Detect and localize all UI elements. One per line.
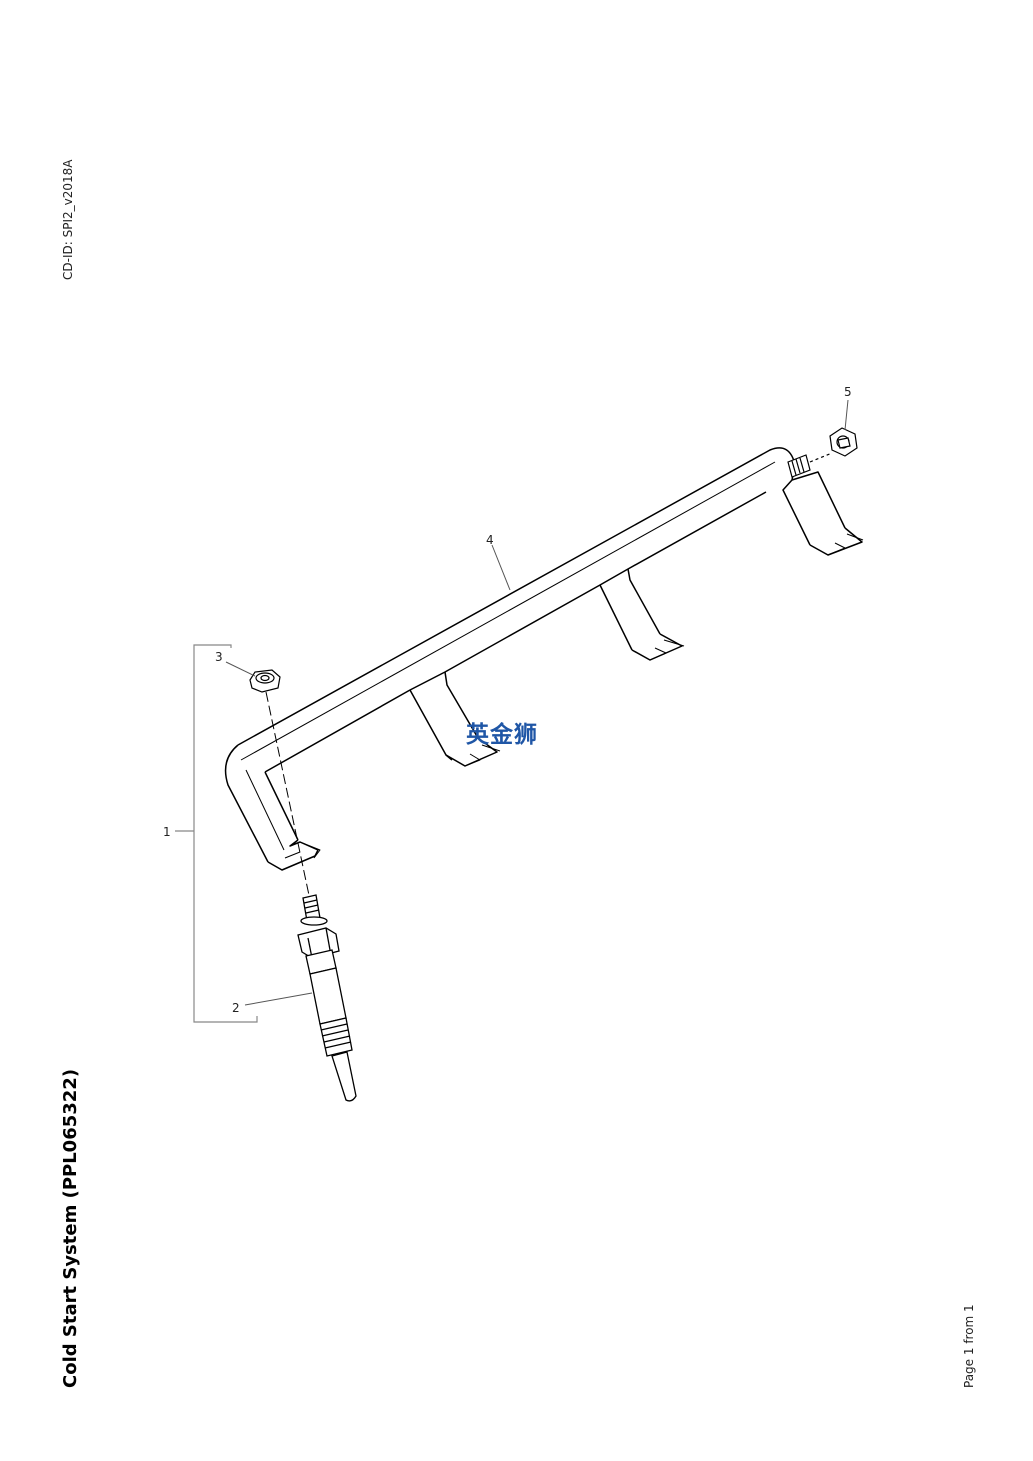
page-number: Page 1 from 1 (962, 1304, 976, 1388)
leader-line-2 (244, 992, 313, 1006)
callout-1: 1 (163, 825, 171, 839)
leader-line-3 (225, 661, 256, 677)
watermark-logo: 英金狮 (466, 722, 538, 748)
terminal-nut (249, 669, 281, 693)
callout-4: 4 (486, 533, 494, 547)
stud-bolt (787, 452, 833, 478)
callout-3: 3 (215, 650, 223, 664)
callout-5: 5 (844, 385, 852, 399)
callout-2: 2 (232, 1001, 240, 1015)
assembly-line (265, 691, 311, 901)
glow-plug (297, 894, 357, 1102)
assembly-bracket (175, 644, 258, 1023)
busbar-rail (224, 447, 864, 871)
leader-line-4 (491, 544, 511, 591)
leader-line-5 (844, 399, 849, 431)
page-title: Cold Start System (PPL065322) (60, 1068, 81, 1388)
flange-nut (829, 427, 858, 457)
